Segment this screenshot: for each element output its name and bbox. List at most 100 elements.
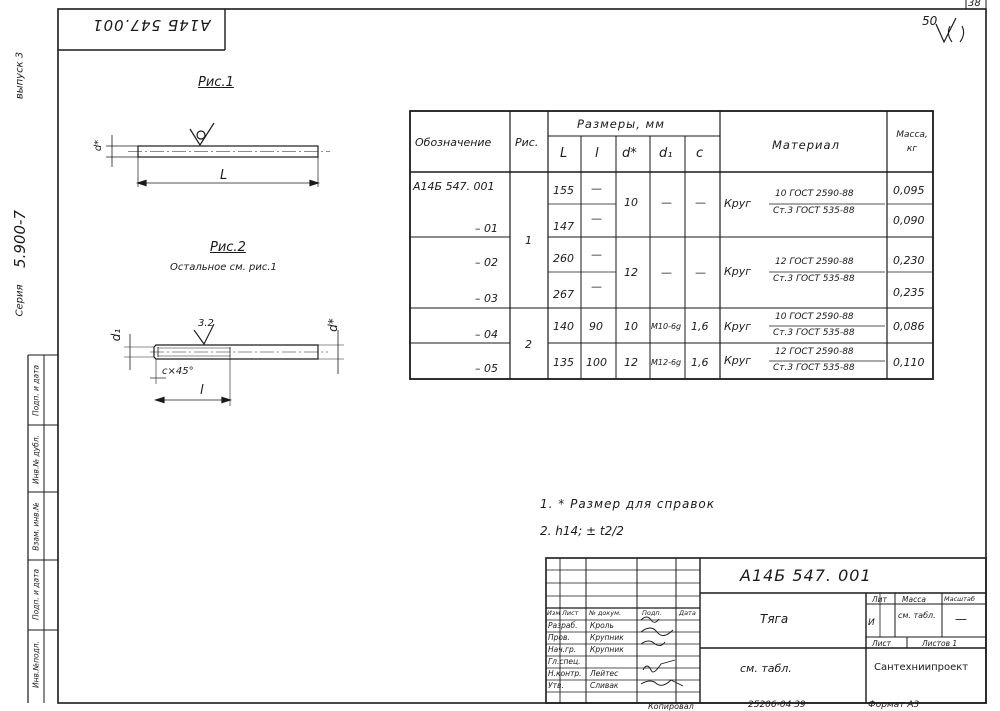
th-designation: Обозначение — [415, 136, 492, 149]
row-designation-2: – 02 — [475, 256, 498, 269]
cell-L-4: 140 — [553, 320, 574, 333]
cell-mass-2: 0,230 — [893, 254, 925, 267]
row-designation-5: – 05 — [475, 362, 498, 375]
tb-role-5: Утв. — [548, 681, 564, 690]
spec-table-grid — [409, 110, 934, 380]
row-designation-1: – 01 — [475, 222, 498, 235]
cell-mass-0: 0,095 — [893, 184, 925, 197]
cell-L-5: 135 — [553, 356, 574, 369]
row-designation-0: А14Б 547. 001 — [413, 180, 495, 193]
material-bottom-0: Ст.3 ГОСТ 535-88 — [773, 206, 855, 216]
material-bottom-3: Ст.3 ГОСТ 535-88 — [773, 363, 855, 373]
row-designation-4: – 04 — [475, 328, 498, 341]
tb-staff-4: Лейтес — [590, 669, 619, 678]
fig2-chamfer: c×45° — [162, 366, 194, 377]
tb-col-izm: Изм — [547, 609, 561, 617]
cell-L-0: 155 — [553, 184, 574, 197]
spec-table: Обозначение Рис. Размеры, мм L l d* d₁ c… — [409, 110, 934, 380]
tb-staff-0: Кроль — [590, 621, 614, 630]
th-d1: d₁ — [659, 146, 673, 161]
fig-group-2: 2 — [525, 338, 532, 351]
signature-scribble — [642, 659, 676, 673]
footer-archive: 25206-04 39 — [748, 700, 806, 710]
tb-role-1: Пров. — [548, 633, 570, 642]
cell-d1-5: М12-6g — [651, 358, 682, 367]
tb-staff-5: Сливак — [590, 681, 619, 690]
cell-l-3: — — [591, 280, 602, 293]
material-bottom-1: Ст.3 ГОСТ 535-88 — [773, 274, 855, 284]
tb-role-4: Н.контр. — [548, 669, 582, 678]
row-designation-3: – 03 — [475, 292, 498, 305]
tb-col-list: Лист — [562, 609, 579, 617]
th-material: Материал — [772, 138, 840, 152]
tb-staff-1: Крупник — [590, 633, 624, 642]
cell-L-1: 147 — [553, 220, 574, 233]
cell-d1-4: М10-6g — [651, 322, 682, 331]
tb-lit-label: Лит — [872, 595, 887, 604]
th-l: l — [595, 146, 599, 161]
tb-role-3: Гл.спец. — [548, 657, 581, 666]
th-fig: Рис. — [515, 136, 539, 149]
tb-code: А14Б 547. 001 — [740, 566, 872, 585]
fig2-roughness: 3.2 — [198, 318, 214, 329]
th-mass: Масса, кг — [896, 130, 928, 154]
cell-d-5: 12 — [624, 356, 638, 369]
cell-d-4: 10 — [624, 320, 638, 333]
tb-scale-value: — — [955, 612, 967, 626]
tb-mass-value: см. табл. — [898, 611, 936, 620]
tb-sheets-label: Листов 1 — [922, 639, 958, 648]
fig2-dim-l: l — [200, 383, 204, 398]
material-top-1: 12 ГОСТ 2590-88 — [775, 257, 854, 267]
tb-material-ref: см. табл. — [740, 662, 792, 675]
signatures — [640, 616, 684, 687]
fig-group-1: 1 — [525, 234, 532, 247]
cell-c-group-1: — — [695, 266, 706, 279]
tb-role-0: Разраб. — [548, 621, 578, 630]
tb-staff-2: Крупник — [590, 645, 624, 654]
cell-mass-1: 0,090 — [893, 214, 925, 227]
signature-scribble — [640, 616, 660, 623]
cell-mass-5: 0,110 — [893, 356, 925, 369]
cell-mass-4: 0,086 — [893, 320, 925, 333]
cell-l-1: — — [591, 212, 602, 225]
tb-org: Сантехниипроект — [874, 662, 969, 673]
cell-c-5: 1,6 — [691, 356, 709, 369]
th-L: L — [560, 146, 568, 161]
fig1-dim-L: L — [220, 168, 228, 183]
material-top-2: 10 ГОСТ 2590-88 — [775, 312, 854, 322]
roughness-check-icon — [935, 17, 965, 44]
cell-l-2: — — [591, 248, 602, 261]
cell-l-0: — — [591, 182, 602, 195]
cell-L-2: 260 — [553, 252, 574, 265]
tb-scale-label: Масштаб — [944, 595, 975, 603]
cell-mass-3: 0,235 — [893, 286, 925, 299]
footer-copied: Копировал — [648, 702, 694, 711]
th-d: d* — [622, 146, 637, 161]
material-bottom-2: Ст.3 ГОСТ 535-88 — [773, 328, 855, 338]
cell-d-group-1: 12 — [624, 266, 638, 279]
material-word-2: Круг — [724, 320, 752, 333]
tb-sheet-label: Лист — [872, 639, 892, 648]
footer-format: Формат А3 — [868, 700, 920, 710]
cell-l-4: 90 — [589, 320, 603, 333]
sheet-number: 38 — [968, 0, 981, 9]
cell-L-3: 267 — [553, 288, 574, 301]
tb-mass-label: Масса — [902, 595, 926, 604]
tb-col-date: Дата — [679, 609, 696, 617]
signature-scribble — [640, 640, 666, 647]
material-top-3: 12 ГОСТ 2590-88 — [775, 347, 854, 357]
cell-d1-group-0: — — [661, 196, 672, 209]
note-1: 1. * Размер для справок — [540, 497, 715, 511]
material-word-0: Круг — [724, 197, 752, 210]
fig2-drawing — [124, 323, 344, 406]
cell-l-5: 100 — [586, 356, 607, 369]
fig2-subtitle: Остальное см. рис.1 — [170, 262, 277, 273]
fig2-title: Рис.2 — [210, 240, 246, 255]
tb-lit-value: И — [868, 618, 875, 628]
material-top-0: 10 ГОСТ 2590-88 — [775, 189, 854, 199]
fig1-title: Рис.1 — [198, 75, 234, 90]
material-word-1: Круг — [724, 265, 752, 278]
tb-name: Тяга — [760, 612, 789, 626]
